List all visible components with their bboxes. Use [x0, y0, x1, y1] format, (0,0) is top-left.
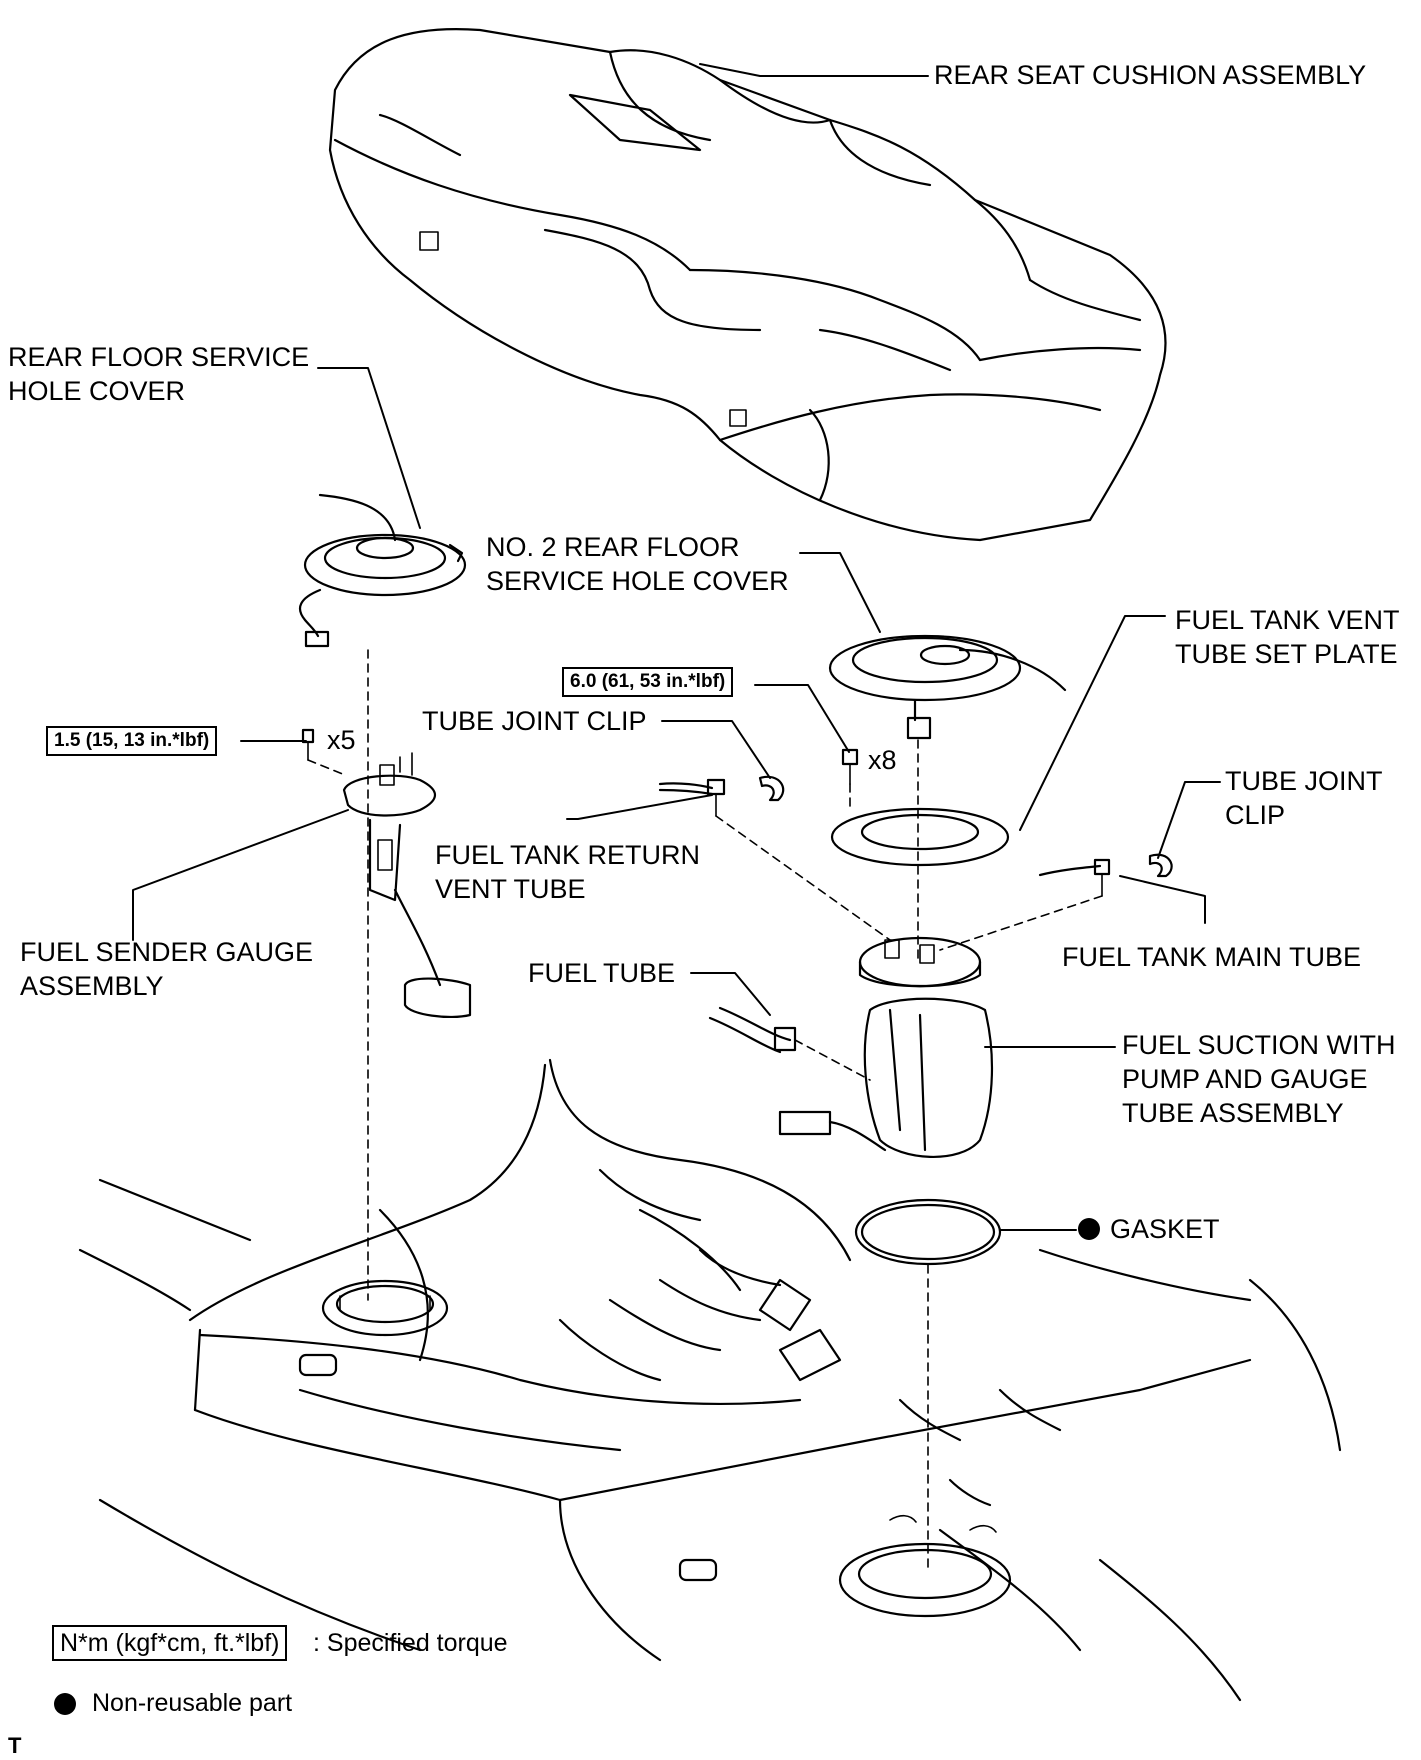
floor-body-drawing	[78, 1058, 1342, 1702]
label-gasket: GASKET	[1110, 1214, 1220, 1244]
rear-seat-cushion-drawing	[328, 28, 1167, 542]
label-fuel-sender-gauge-assembly: FUEL SENDER GAUGE ASSEMBLY	[20, 937, 314, 1001]
label-fuel-tank-return-vent-tube: FUEL TANK RETURN VENT TUBE	[435, 840, 701, 904]
legend-torque-text: : Specified torque	[313, 1629, 508, 1657]
return-vent-tube-drawing	[658, 775, 785, 817]
main-tube-drawing	[1038, 853, 1173, 897]
legend-torque-box: N*m (kgf*cm, ft.*lbf)	[52, 1625, 288, 1661]
torque-plate-bolts: 6.0 (61, 53 in.*lbf)	[562, 667, 734, 697]
torque-sender-screws: 1.5 (15, 13 in.*lbf)	[46, 726, 218, 756]
label-fuel-tube: FUEL TUBE	[528, 958, 676, 988]
non-reusable-dot-icon	[1078, 1218, 1100, 1240]
assembly-dashed-lines	[307, 649, 1103, 1571]
rear-floor-service-hole-cover-drawing	[298, 493, 467, 648]
qty-sender-screws: x5	[327, 725, 356, 755]
vent-tube-set-plate-drawing	[830, 807, 1010, 867]
label-rear-floor-service-hole-cover: REAR FLOOR SERVICE HOLE COVER	[8, 342, 310, 406]
no2-rear-floor-service-hole-cover-drawing	[828, 634, 1067, 740]
label-rear-seat-cushion-assembly: REAR SEAT CUSHION ASSEMBLY	[934, 60, 1367, 90]
corner-mark: T	[8, 1733, 22, 1758]
gasket-drawing	[854, 1198, 1002, 1266]
label-tube-joint-clip-left: TUBE JOINT CLIP	[422, 706, 647, 736]
leader-lines	[132, 63, 1221, 1231]
label-fuel-tank-vent-tube-set-plate: FUEL TANK VENT TUBE SET PLATE	[1175, 605, 1400, 669]
legend-non-reusable-dot-icon	[54, 1693, 76, 1715]
plate-bolt-drawing	[841, 748, 859, 785]
legend-non-reusable-text: Non-reusable part	[92, 1689, 293, 1717]
label-fuel-tank-main-tube: FUEL TANK MAIN TUBE	[1062, 942, 1362, 972]
qty-plate-bolts: x8	[868, 745, 897, 775]
label-fuel-suction-pump-gauge-tube-assembly: FUEL SUCTION WITH PUMP AND GAUGE TUBE AS…	[1122, 1030, 1396, 1128]
label-tube-joint-clip-right: TUBE JOINT CLIP	[1225, 766, 1383, 830]
label-no2-rear-floor-service-hole-cover: NO. 2 REAR FLOOR SERVICE HOLE COVER	[486, 532, 789, 596]
fuel-suction-pump-drawing	[708, 936, 994, 1159]
fuel-sender-gauge-drawing	[301, 728, 472, 1019]
